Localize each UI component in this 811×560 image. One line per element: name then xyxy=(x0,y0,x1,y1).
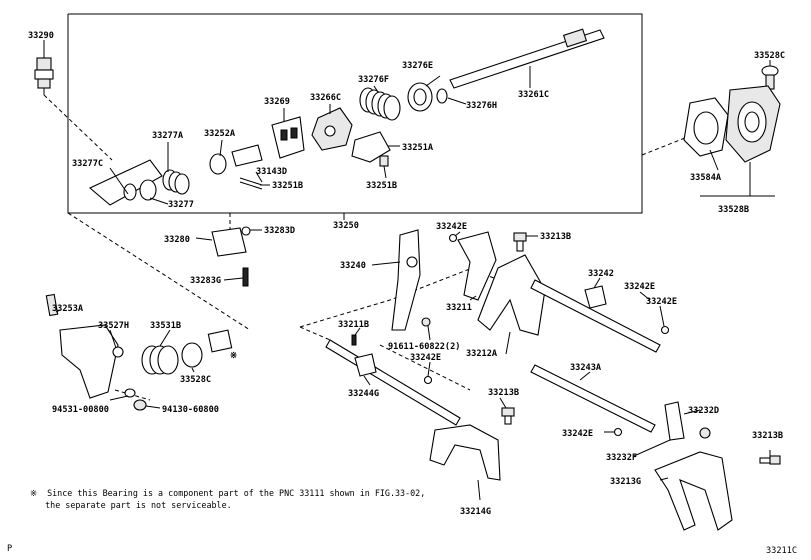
label-33290: 33290 xyxy=(28,31,54,41)
label-33213B-b: 33213B xyxy=(488,388,519,398)
part-33261C-shaft xyxy=(449,28,605,89)
label-33212A: 33212A xyxy=(466,349,498,359)
part-33213B-bolt-2 xyxy=(501,407,515,425)
label-33251A: 33251A xyxy=(402,143,434,153)
part-33527H-lever xyxy=(59,324,124,399)
part-33212A-fork xyxy=(477,254,546,336)
snap-rings-33242E xyxy=(423,233,670,437)
label-33277: 33277 xyxy=(168,200,194,210)
label-33232F: 33232F xyxy=(606,453,637,463)
leader-lines xyxy=(43,40,775,501)
label-33243A: 33243A xyxy=(570,363,602,373)
label-33232D: 33232D xyxy=(688,406,719,416)
part-33266C-block xyxy=(311,107,353,151)
part-33242-rod xyxy=(530,279,661,353)
figure-code: 33211C xyxy=(766,546,798,556)
part-33232D-bolt xyxy=(699,427,711,439)
label-33269: 33269 xyxy=(264,97,290,107)
label-33213B-a: 33213B xyxy=(540,232,571,242)
page-marker-left: P xyxy=(7,544,13,554)
label-33251B-b: 33251B xyxy=(366,181,397,191)
part-33280-lever xyxy=(211,226,251,287)
label-33214G: 33214G xyxy=(460,507,491,517)
label-33531B: 33531B xyxy=(150,321,181,331)
part-33243A-rod xyxy=(530,364,656,433)
label-91611-60822: 91611-60822(2) xyxy=(388,342,460,352)
part-33244G-rod xyxy=(325,339,461,426)
label-33261C: 33261C xyxy=(518,90,549,100)
label-33276H: 33276H xyxy=(466,101,497,111)
footnote: ※ Since this Bearing is a component part… xyxy=(30,487,425,511)
part-33528C-bolt xyxy=(761,65,779,90)
label-33528B: 33528B xyxy=(718,205,749,215)
label-33528C-b: 33528C xyxy=(180,375,211,385)
washer-94531-nut-94130 xyxy=(124,388,147,411)
part-33252A-collar xyxy=(209,144,263,190)
part-33240-lever xyxy=(391,229,431,331)
part-33276-group xyxy=(359,82,448,121)
label-94130-60800: 94130-60800 xyxy=(162,405,219,415)
part-33232F-block xyxy=(664,401,685,441)
assembly-frame xyxy=(67,13,643,214)
label-33242E-e: 33242E xyxy=(562,429,593,439)
part-33211B-pin xyxy=(351,334,357,346)
label-33213G: 33213G xyxy=(610,477,641,487)
label-33528C: 33528C xyxy=(754,51,785,61)
part-33213B-bolt-3 xyxy=(759,455,781,465)
label-94531-00800: 94531-00800 xyxy=(52,405,109,415)
label-33584A: 33584A xyxy=(690,173,722,183)
label-33276E: 33276E xyxy=(402,61,433,71)
label-33250: 33250 xyxy=(333,221,359,231)
label-33251B-a: 33251B xyxy=(272,181,303,191)
label-33240: 33240 xyxy=(340,261,366,271)
part-33584A-gasket xyxy=(683,97,729,157)
part-33277-group xyxy=(88,159,190,206)
part-33253A-bolt xyxy=(45,293,59,317)
label-33253A: 33253A xyxy=(52,304,84,314)
part-33211-fork xyxy=(457,231,497,301)
label-33280: 33280 xyxy=(164,235,190,245)
label-33211: 33211 xyxy=(446,303,472,313)
label-33242E-c: 33242E xyxy=(646,297,677,307)
part-33531B-spring xyxy=(141,345,179,375)
label-33143D: 33143D xyxy=(256,167,287,177)
part-33528C-ring xyxy=(181,329,233,368)
label-33277A: 33277A xyxy=(152,131,184,141)
label-33283G: 33283G xyxy=(190,276,221,286)
footnote-line-2: the separate part is not serviceable. xyxy=(30,500,232,510)
part-33528B-housing xyxy=(725,85,781,163)
part-33214G-fork xyxy=(429,424,501,481)
part-33213B-bolt-1 xyxy=(513,232,527,252)
label-33283D: 33283D xyxy=(264,226,295,236)
label-33244G: 33244G xyxy=(348,389,379,399)
label-33242E-b: 33242E xyxy=(624,282,655,292)
label-33527H: 33527H xyxy=(98,321,129,331)
label-asterisk: ※ xyxy=(230,351,237,361)
label-33213B-c: 33213B xyxy=(752,431,783,441)
label-33266C: 33266C xyxy=(310,93,341,103)
part-33251A-bracket xyxy=(351,131,391,167)
label-33211B: 33211B xyxy=(338,320,369,330)
part-33290-sensor xyxy=(34,57,54,95)
label-33276F: 33276F xyxy=(358,75,389,85)
label-33242E-d: 33242E xyxy=(410,353,441,363)
label-33277C: 33277C xyxy=(72,159,103,169)
label-33242: 33242 xyxy=(588,269,614,279)
label-33252A: 33252A xyxy=(204,129,236,139)
part-33213G-fork xyxy=(654,451,733,531)
footnote-line-1: ※ Since this Bearing is a component part… xyxy=(30,488,426,498)
label-33242E-a: 33242E xyxy=(436,222,467,232)
part-33269-plate xyxy=(271,116,305,159)
part-labels: 33290 33528C 33276E 33276F 33269 33266C … xyxy=(28,31,785,517)
